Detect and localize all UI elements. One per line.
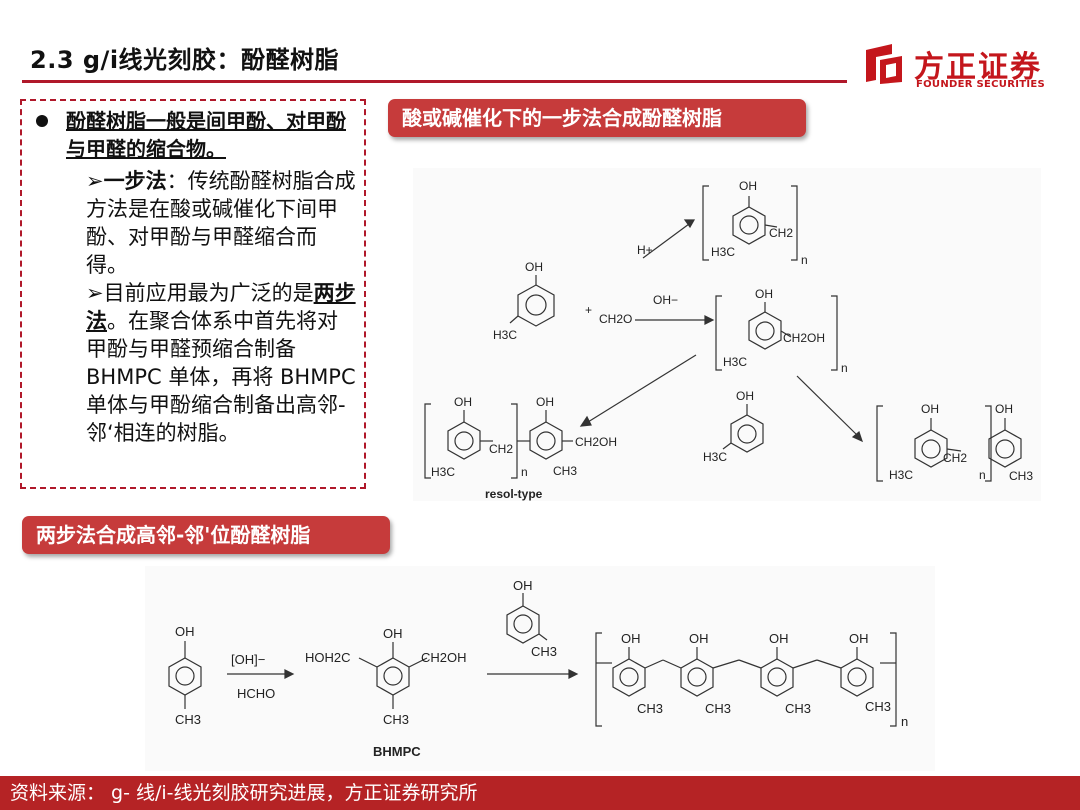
middle-cresol-oh: OH — [736, 389, 754, 403]
resol-ch2oh: CH2OH — [575, 435, 617, 449]
polymer-h3c: H3C — [889, 468, 913, 482]
bhmpc-ch2oh: CH2OH — [421, 650, 467, 665]
summary-box: 酚醛树脂一般是间甲酚、对甲酚与甲醛的缩合物。 ➢一步法：传统酚醛树脂合成方法是在… — [20, 99, 366, 489]
polymer-oh-4: OH — [849, 631, 869, 646]
bhmpc-hoh2c: HOH2C — [305, 650, 351, 665]
base-product-oh: OH — [755, 287, 773, 301]
polymer-n: n — [979, 468, 986, 482]
formaldehyde: CH2O — [599, 312, 632, 326]
two-step-reaction-scheme: OH CH3 [OH]− HCHO OH HOH2C CH2OH CH3 BHM… — [168, 578, 908, 759]
polymer-ch3-1: CH3 — [637, 701, 663, 716]
two-step-term: 两步法 — [86, 281, 356, 333]
title-divider — [22, 80, 847, 83]
base-product-ch2oh: CH2OH — [783, 331, 825, 345]
m-cresol-h3c: H3C — [493, 328, 517, 342]
resol-oh-left: OH — [454, 395, 472, 409]
arrow-marker-icon: ➢ — [86, 169, 104, 193]
polymer-ch3-3: CH3 — [785, 701, 811, 716]
polymer-oh-1: OH — [621, 631, 641, 646]
one-step-note: ➢一步法：传统酚醛树脂合成方法是在酸或碱催化下间甲酚、对甲酚与甲醛缩合而得。 — [86, 167, 358, 279]
brand-name-cn: 方正证券 — [914, 50, 1042, 85]
resol-n: n — [521, 465, 528, 479]
bhmpc-oh: OH — [383, 626, 403, 641]
two-step-text: 。在聚合体系中首先将对甲酚与甲醛预缩合制备 BHMPC 单体，再将 BHMPC … — [86, 309, 356, 445]
base-catalyst: OH− — [653, 293, 678, 307]
brand-name-en: FOUNDER SECURITIES — [916, 79, 1046, 90]
base-product-h3c: H3C — [723, 355, 747, 369]
acid-product-n: n — [801, 253, 808, 267]
acid-product-ch2: CH2 — [769, 226, 793, 240]
arrow-marker-icon: ➢ — [86, 281, 104, 305]
reagent-cresol-ch3: CH3 — [531, 644, 557, 659]
page-title: 2.3 g/i线光刻胶：酚醛树脂 — [30, 46, 340, 74]
founder-logo-icon — [866, 44, 902, 84]
resol-oh-right: OH — [536, 395, 554, 409]
one-step-label: 酸或碱催化下的一步法合成酚醛树脂 — [388, 99, 806, 137]
resol-ch3: CH3 — [553, 464, 577, 478]
one-step-diagram: OH H3C + CH2O H+ OH− OH CH2 H3C n OH CH2… — [413, 168, 1041, 501]
reagent-cresol-oh: OH — [513, 578, 533, 593]
polymer-n: n — [901, 714, 908, 729]
polymer-oh-3: OH — [769, 631, 789, 646]
one-step-term: 一步法 — [103, 169, 167, 193]
bhmpc-label: BHMPC — [373, 744, 421, 759]
p-cresol-ch3: CH3 — [175, 712, 201, 727]
one-step-text: ：传统酚醛树脂合成方法是在酸或碱催化下间甲酚、对甲酚与甲醛缩合而得。 — [86, 169, 356, 277]
polymer-ch2: CH2 — [943, 451, 967, 465]
plus-sign: + — [585, 303, 592, 317]
polymer-ch3: CH3 — [1009, 469, 1033, 483]
resol-type-label: resol-type — [485, 487, 543, 501]
polymer-ch3-4: CH3 — [865, 699, 891, 714]
brand-logo: 方正证券 FOUNDER SECURITIES — [862, 42, 1062, 92]
polymer-ch3-2: CH3 — [705, 701, 731, 716]
bhmpc-ch3: CH3 — [383, 712, 409, 727]
one-step-reaction-scheme: OH H3C + CH2O H+ OH− OH CH2 H3C n OH CH2… — [424, 179, 1033, 501]
base-product-n: n — [841, 361, 848, 375]
two-step-lead: 目前应用最为广泛的是 — [103, 281, 314, 305]
reagent-hcho: HCHO — [237, 686, 275, 701]
polymer-oh-left: OH — [921, 402, 939, 416]
acid-product-oh: OH — [739, 179, 757, 193]
reagent-base: [OH]− — [231, 652, 265, 667]
p-cresol-oh: OH — [175, 624, 195, 639]
middle-cresol-h3c: H3C — [703, 450, 727, 464]
source-footer: 资料来源： g- 线/i-线光刻胶研究进展，方正证券研究所 — [0, 776, 1080, 810]
polymer-oh-2: OH — [689, 631, 709, 646]
polymer-oh-right: OH — [995, 402, 1013, 416]
bullet-dot — [36, 115, 48, 127]
summary-headline: 酚醛树脂一般是间甲酚、对甲酚与甲醛的缩合物。 — [66, 109, 346, 161]
two-step-label: 两步法合成高邻-邻'位酚醛树脂 — [22, 516, 390, 554]
acid-catalyst: H+ — [637, 243, 653, 257]
m-cresol-oh: OH — [525, 260, 543, 274]
two-step-note: ➢目前应用最为广泛的是两步法。在聚合体系中首先将对甲酚与甲醛预缩合制备 BHMP… — [86, 279, 358, 447]
acid-product-h3c: H3C — [711, 245, 735, 259]
resol-h3c: H3C — [431, 465, 455, 479]
resol-ch2: CH2 — [489, 442, 513, 456]
two-step-diagram: OH CH3 [OH]− HCHO OH HOH2C CH2OH CH3 BHM… — [145, 566, 935, 771]
